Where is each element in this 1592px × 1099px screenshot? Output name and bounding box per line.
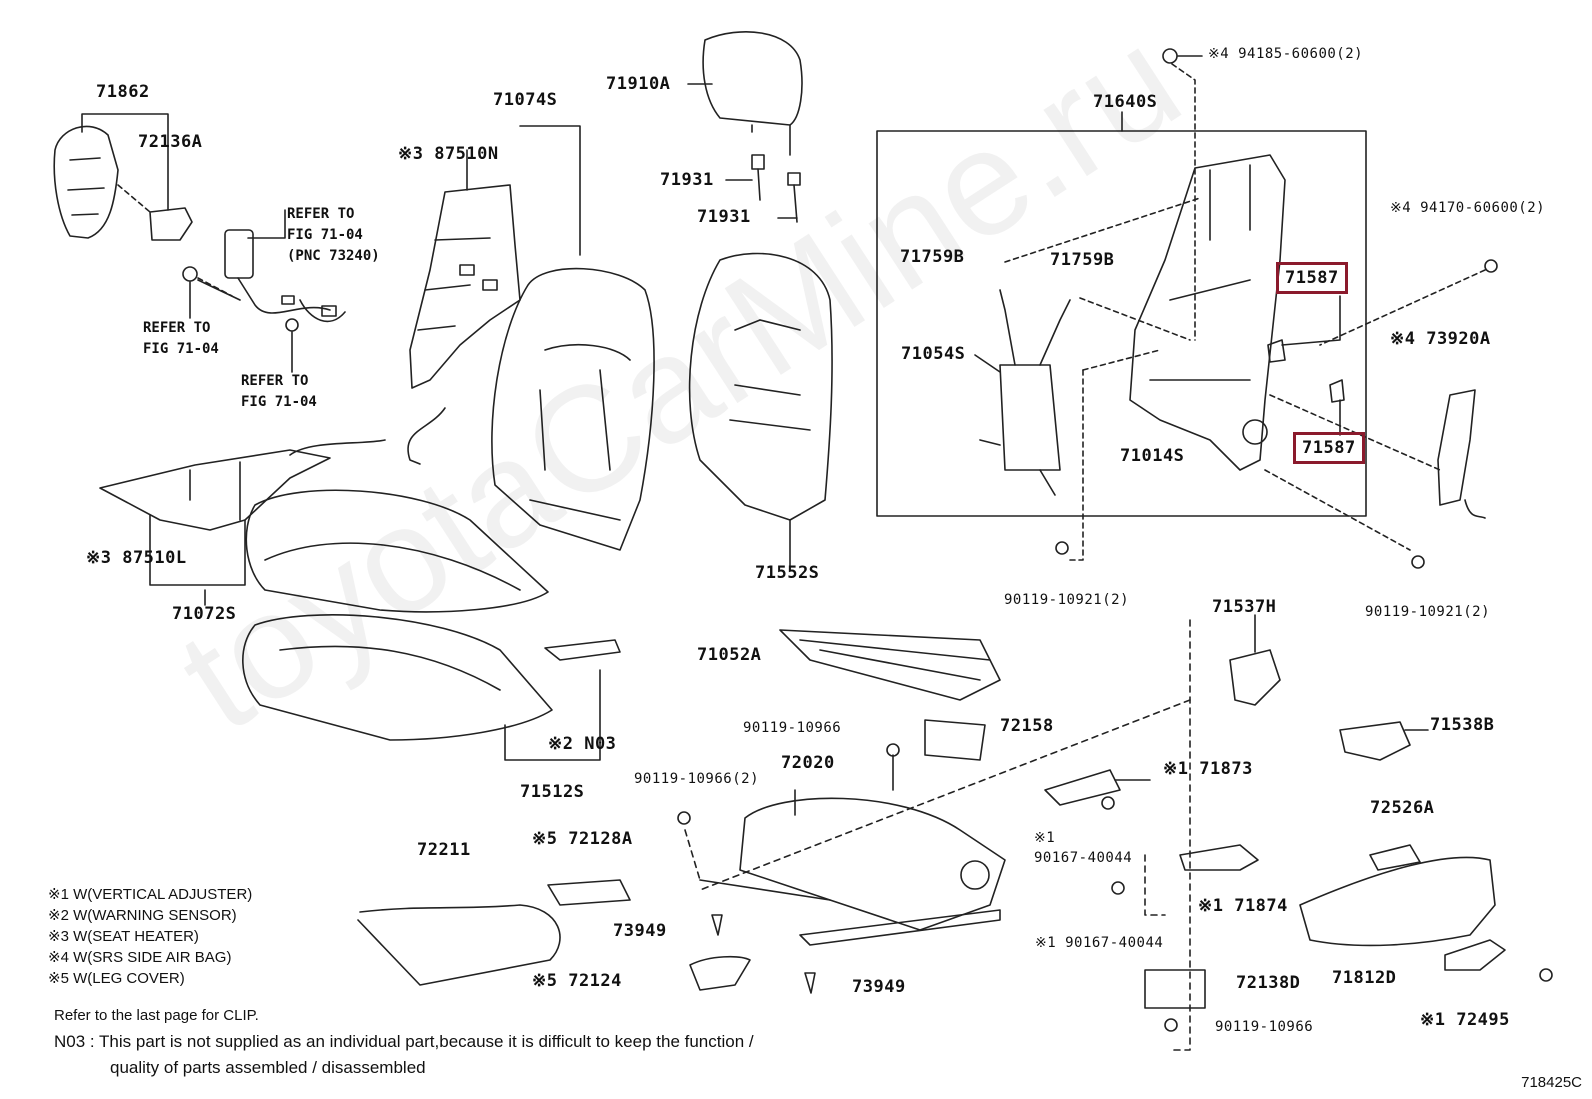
part-label-n03[interactable]: ※2 N03 [548,734,617,754]
part-label-72495[interactable]: ※1 72495 [1420,1010,1510,1030]
part-label-87510l[interactable]: ※3 87510L [86,548,187,568]
part-label-71512s[interactable]: 71512S [520,782,585,802]
part-label-94170-60600[interactable]: ※4 94170-60600(2) [1390,200,1546,216]
part-label-94185-60600[interactable]: ※4 94185-60600(2) [1208,46,1364,62]
seat-belt-buckle-drawing [224,229,346,323]
figure-code: 718425C [1521,1074,1582,1091]
part-label-71873[interactable]: ※1 71873 [1163,759,1253,779]
part-label-90167-40044-b[interactable]: ※1 90167-40044 [1035,935,1164,951]
headrest-drawing [702,31,803,156]
part-label-71640s[interactable]: 71640S [1093,92,1158,112]
seatback-cover-drawing [491,267,655,551]
part-label-90119-10921-a[interactable]: 90119-10921(2) [1004,592,1130,608]
clip-note: Refer to the last page for CLIP. [54,1007,259,1024]
part-label-72128a[interactable]: ※5 72128A [532,829,633,849]
leader-71862 [81,113,169,211]
part-label-90119-10921-b[interactable]: 90119-10921(2) [1365,604,1491,620]
part-label-71014s[interactable]: 71014S [1120,446,1185,466]
seat-spring-drawing [779,629,1001,701]
part-label-90167-40044-a[interactable]: ※1 90167-40044 [1034,830,1133,866]
part-label-73949-a[interactable]: 73949 [613,921,667,941]
part-label-71874[interactable]: ※1 71874 [1198,896,1288,916]
part-label-71759b-b[interactable]: 71759B [1050,250,1115,270]
part-label-71587-b-highlighted[interactable]: 71587 [1293,432,1365,464]
refer-label-pnc-73240[interactable]: REFER TO FIG 71-04 (PNC 73240) [287,206,380,264]
refer-label-fig-71-04-a[interactable]: REFER TO FIG 71-04 [143,320,219,357]
n03-note-line1: N03 : This part is not supplied as an in… [54,1032,754,1051]
legend-item: ※5 W(LEG COVER) [48,970,185,987]
part-label-72158[interactable]: 72158 [1000,716,1054,736]
part-label-71587-a-highlighted[interactable]: 71587 [1276,262,1348,294]
part-label-90119-10966[interactable]: 90119-10966 [743,720,842,736]
legend-item: ※1 W(VERTICAL ADJUSTER) [48,886,253,903]
seatback-frame-drawing [1129,154,1286,471]
legend-item: ※4 W(SRS SIDE AIR BAG) [48,949,232,966]
seatback-pad-drawing [688,252,833,521]
seat-cushion-pad-drawing [242,614,553,741]
part-label-71052a[interactable]: 71052A [697,645,762,665]
part-label-72124[interactable]: ※5 72124 [532,971,622,991]
part-label-71074s[interactable]: 71074S [493,90,558,110]
part-label-73920a[interactable]: ※4 73920A [1390,329,1491,349]
legend-item: ※3 W(SEAT HEATER) [48,928,199,945]
part-label-72020[interactable]: 72020 [781,753,835,773]
part-label-71862[interactable]: 71862 [96,82,150,102]
legend-item: ※2 W(WARNING SENSOR) [48,907,237,924]
refer-label-fig-71-04-b[interactable]: REFER TO FIG 71-04 [241,373,317,410]
seat-track-adjuster-drawing [699,797,1006,946]
part-label-71812d[interactable]: 71812D [1332,968,1397,988]
part-label-72526a[interactable]: 72526A [1370,798,1435,818]
variant-legend: ※1 W(VERTICAL ADJUSTER) ※2 W(WARNING SEN… [48,884,252,989]
part-label-71054s[interactable]: 71054S [901,344,966,364]
part-label-71072s[interactable]: 71072S [172,604,237,624]
part-label-71931-a[interactable]: 71931 [660,170,714,190]
part-label-72211[interactable]: 72211 [417,840,471,860]
seat-heater-back-drawing [407,184,521,465]
part-label-71910a[interactable]: 71910A [606,74,671,94]
n03-note-line2: quality of parts assembled / disassemble… [110,1058,426,1077]
diagram-notes: Refer to the last page for CLIP. N03 : T… [54,1003,754,1081]
part-label-73949-b[interactable]: 73949 [852,977,906,997]
part-label-87510n[interactable]: ※3 87510N [398,144,499,164]
part-label-71537h[interactable]: 71537H [1212,597,1277,617]
part-label-71931-b[interactable]: 71931 [697,207,751,227]
bracket-72136a-drawing [149,207,193,241]
headrest-side-cover-drawing [53,125,119,239]
part-label-72138d[interactable]: 72138D [1236,973,1301,993]
seat-cushion-cover-drawing [245,489,549,613]
part-label-71538b[interactable]: 71538B [1430,715,1495,735]
side-shield-drawing [1299,856,1496,947]
part-label-71552s[interactable]: 71552S [755,563,820,583]
part-label-90119-10966-2[interactable]: 90119-10966(2) [634,771,760,787]
seat-heater-cushion-drawing [99,439,386,531]
part-label-90119-10966-c[interactable]: 90119-10966 [1215,1019,1314,1035]
part-label-72136a[interactable]: 72136A [138,132,203,152]
part-label-71759b-a[interactable]: 71759B [900,247,965,267]
headrest-supports-drawing [751,154,801,223]
lumbar-support-drawing [979,289,1071,496]
side-airbag-drawing [1437,389,1486,519]
